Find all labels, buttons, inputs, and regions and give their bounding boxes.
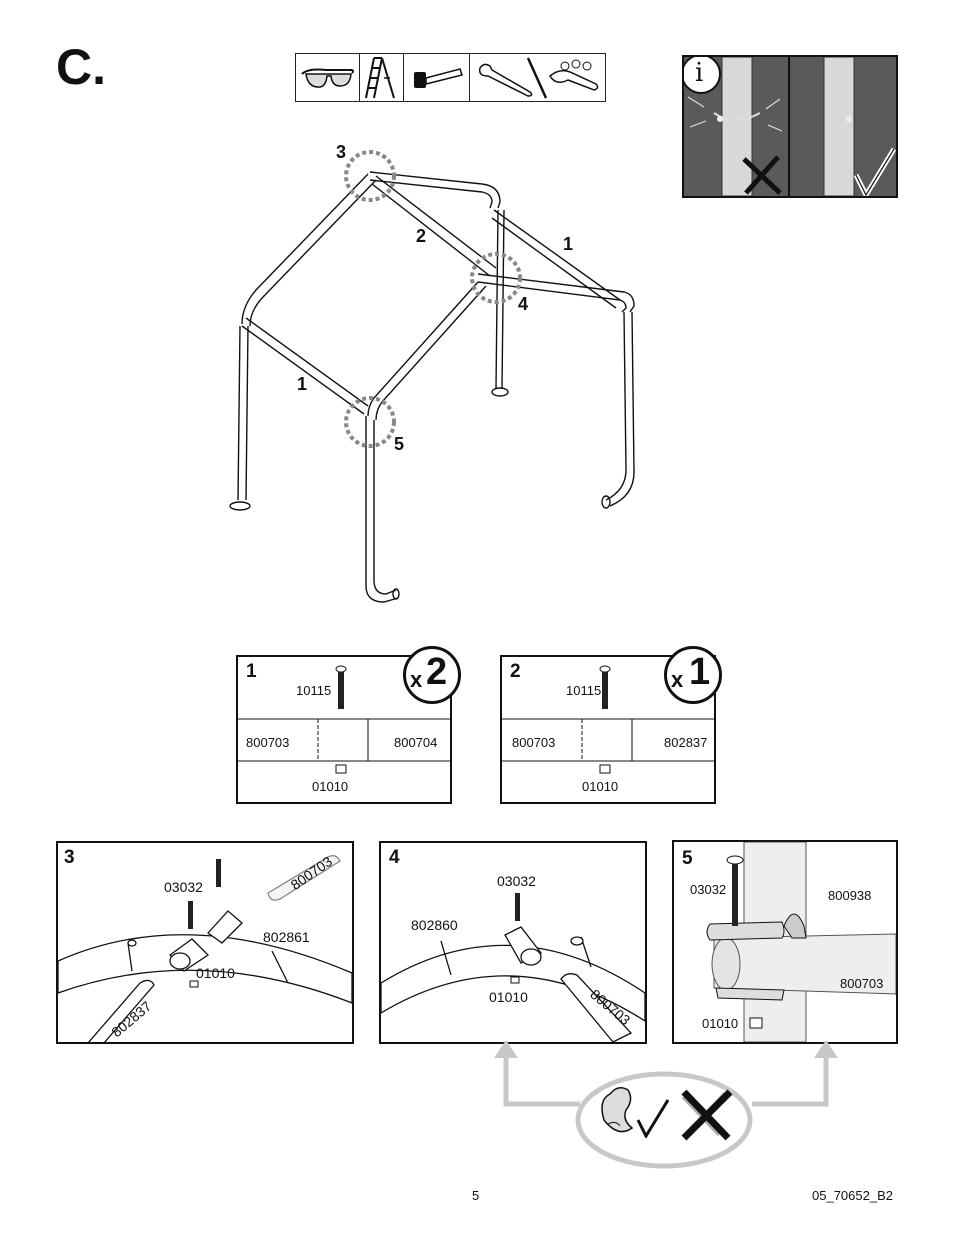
nut-part-number: 01010 [702, 1016, 739, 1031]
left-tube-part-number: 800703 [246, 735, 290, 750]
bolt-part-number: 03032 [164, 879, 203, 895]
rubber-mallet-icon [404, 54, 470, 101]
callout-4: 4 [518, 294, 529, 314]
info-tip-box: i [682, 55, 898, 198]
bolt-part-number: 10115 [566, 683, 602, 698]
detail-panel-1: 1 10115 800703 800704 01010 [236, 655, 452, 804]
hand-tighten-icon [598, 1080, 646, 1145]
quantity-badge: x 2 [403, 646, 461, 704]
nut-part-number: 01010 [312, 779, 349, 794]
step-ladder-icon [360, 54, 404, 101]
wrench-and-socket-icon [470, 54, 605, 101]
bolt-part-number: 10115 [296, 683, 332, 698]
info-icon: i [684, 57, 721, 94]
detail-panel-5: 5 03032 800938 800703 01010 [672, 840, 898, 1044]
detail-number: 1 [246, 661, 257, 682]
right-tube-part-number: 800704 [394, 735, 438, 750]
detail-number: 3 [64, 847, 75, 868]
left-tube-part-number: 800703 [512, 735, 556, 750]
callout-3: 3 [336, 142, 347, 162]
corner-part-number: 802861 [263, 929, 310, 945]
safety-glasses-icon [296, 54, 360, 101]
callout-5: 5 [394, 434, 405, 454]
right-tube-part-number: 802837 [664, 735, 708, 750]
detail-number: 4 [389, 847, 400, 868]
bolt-part-number: 03032 [497, 873, 536, 889]
detail-number: 2 [510, 661, 521, 682]
pole-part-number: 800703 [840, 976, 884, 991]
document-code: 05_70652_B2 [812, 1188, 893, 1203]
detail-panel-3: 3 03032 800703 802861 01010 802837 [56, 841, 354, 1044]
detail-panel-4: 4 03032 802860 01010 800703 [379, 841, 647, 1044]
check-mark-icon [636, 1098, 670, 1143]
frame-assembly-diagram [229, 150, 635, 603]
no-tools-icon [676, 1084, 736, 1149]
tube-label-1-back: 1 [563, 234, 574, 254]
nut-part-number: 01010 [196, 965, 235, 981]
tube-label-2: 2 [416, 226, 427, 246]
page-number: 5 [472, 1188, 480, 1203]
check-mark-icon [852, 147, 896, 196]
bolt-part-number: 03032 [690, 882, 727, 897]
cross-mark-icon [740, 153, 784, 196]
nut-part-number: 01010 [489, 989, 528, 1005]
detail-number: 5 [682, 848, 693, 869]
nut-part-number: 01010 [582, 779, 619, 794]
step-letter: C. [56, 39, 106, 95]
required-tools-strip [295, 53, 606, 102]
clamp-part-number: 800938 [828, 888, 872, 903]
quantity-badge: x 1 [664, 646, 722, 704]
tube-label-1-front: 1 [297, 374, 308, 394]
corner-part-number: 802860 [411, 917, 458, 933]
